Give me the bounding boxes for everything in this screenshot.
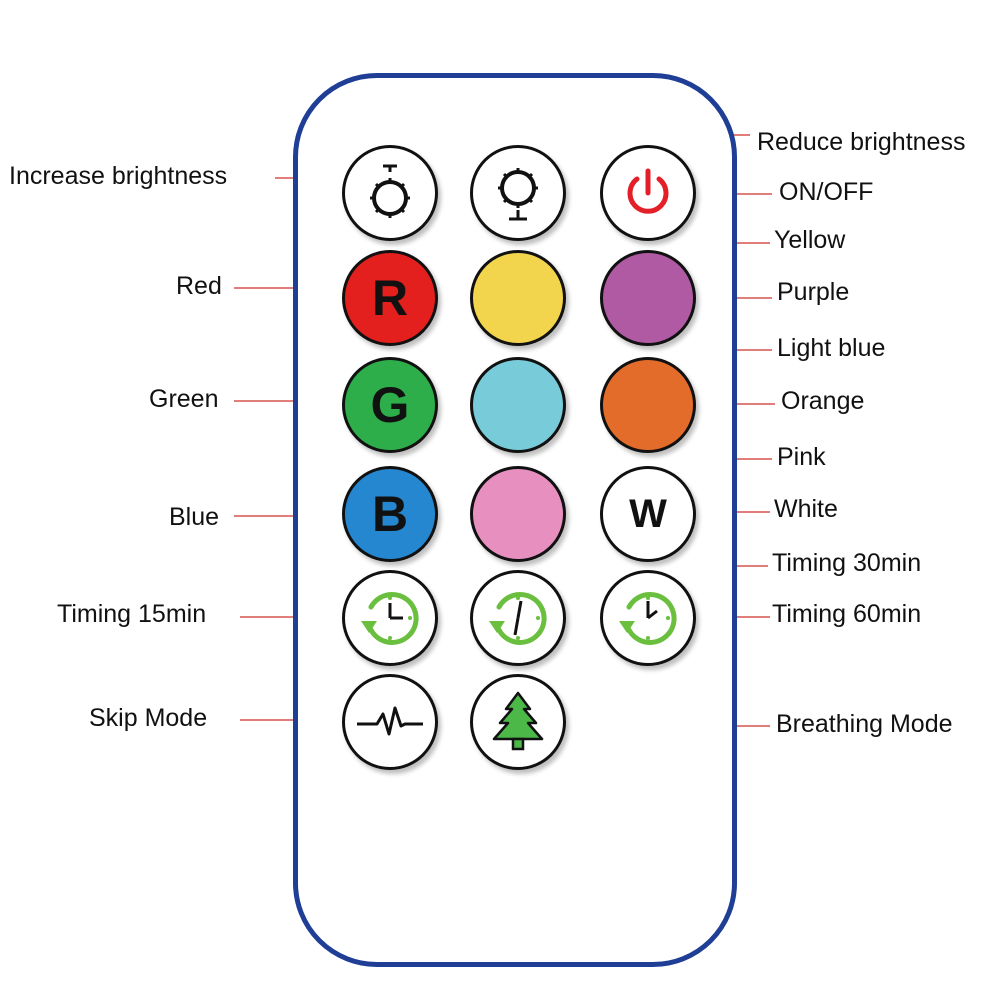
timing-30min-button[interactable] [470,570,566,666]
label-breathing-mode: Breathing Mode [776,710,953,738]
timer-icon [361,592,419,645]
timer-icon [489,592,547,645]
pink-button[interactable] [470,466,566,562]
increase-brightness-button[interactable] [342,145,438,241]
label-green: Green [149,385,219,413]
timing-60min-button[interactable] [600,570,696,666]
reduce-brightness-button[interactable] [470,145,566,241]
power-icon [627,168,669,214]
green-button[interactable]: G [342,357,438,453]
label-pink: Pink [777,443,826,471]
label-light-blue: Light blue [777,334,886,362]
green-button-letter: G [370,377,410,433]
timer-icon [619,592,677,645]
red-button[interactable]: R [342,250,438,346]
label-reduce-brightness: Reduce brightness [757,128,966,156]
label-orange: Orange [781,387,865,415]
white-button[interactable]: W [600,466,696,562]
purple-button[interactable] [600,250,696,346]
timing-15min-button[interactable] [342,570,438,666]
orange-button[interactable] [600,357,696,453]
skip-mode-button[interactable] [342,674,438,770]
breathing-mode-button[interactable] [470,674,566,770]
label-yellow: Yellow [774,226,846,254]
red-button-letter: R [371,270,409,326]
label-white: White [774,495,838,523]
tree-icon [492,691,544,751]
label-skip-mode: Skip Mode [89,704,208,732]
brightness-down-icon [498,168,538,221]
white-button-letter: W [629,492,667,536]
label-timing-30min: Timing 30min [772,549,922,577]
label-timing-60min: Timing 60min [772,600,922,628]
label-blue: Blue [169,503,220,531]
label-increase-brightness: Increase brightness [9,162,228,190]
on-off-button[interactable] [600,145,696,241]
label-purple: Purple [777,278,850,306]
label-timing-15min: Timing 15min [57,600,207,628]
yellow-button[interactable] [470,250,566,346]
label-red: Red [176,272,222,300]
label-on-off: ON/OFF [779,178,874,206]
blue-button[interactable]: B [342,466,438,562]
blue-button-letter: B [371,486,409,542]
brightness-up-icon [370,164,410,218]
light-blue-button[interactable] [470,357,566,453]
pulse-wave-icon [357,706,423,736]
